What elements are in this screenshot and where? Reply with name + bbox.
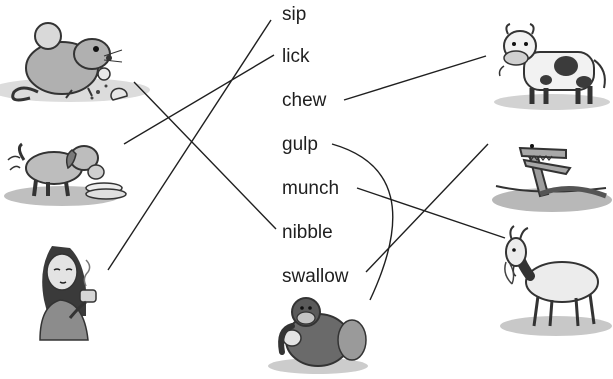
line-dog-lick bbox=[123, 54, 275, 145]
mouse-crumb bbox=[104, 84, 108, 88]
goat-legs bbox=[532, 293, 596, 327]
mouse-head bbox=[73, 38, 111, 70]
dog-tail bbox=[17, 142, 26, 161]
croc-teeth bbox=[527, 155, 553, 161]
cow-spot bbox=[576, 76, 592, 88]
cow-eye bbox=[512, 42, 516, 46]
mouse-eye bbox=[93, 46, 99, 52]
mouse-crumb-piece bbox=[110, 87, 128, 101]
cow-muzzle bbox=[503, 50, 529, 66]
croc-ground bbox=[492, 188, 612, 212]
dog-snout bbox=[87, 164, 105, 180]
word-sip[interactable]: sip bbox=[282, 4, 307, 25]
dog-ear bbox=[65, 149, 77, 170]
dog-picture[interactable] bbox=[4, 142, 127, 206]
dog-plate bbox=[85, 188, 127, 200]
cow-ground bbox=[494, 94, 610, 110]
woman-cup bbox=[79, 289, 97, 303]
dog-legs bbox=[32, 179, 70, 197]
croc-upper-jaw bbox=[518, 146, 567, 160]
cow-spot bbox=[540, 75, 552, 85]
goat-horns bbox=[509, 225, 529, 241]
line-woman-sip bbox=[107, 19, 272, 271]
goat-picture[interactable] bbox=[500, 225, 612, 336]
gorilla-eye bbox=[300, 306, 304, 310]
line-gulp-gorilla bbox=[331, 143, 394, 301]
gorilla-eye bbox=[308, 306, 312, 310]
goat-body bbox=[525, 261, 599, 303]
croc-lower-jaw bbox=[522, 158, 572, 176]
mouse-ear bbox=[34, 22, 62, 50]
line-mouse-nibble bbox=[133, 81, 277, 230]
mouse-nose bbox=[106, 55, 112, 61]
cow-picture[interactable] bbox=[494, 23, 610, 110]
mouse-feet bbox=[65, 87, 93, 99]
woman-mouth bbox=[59, 281, 67, 284]
dog-motion-lines bbox=[7, 155, 21, 171]
line-swallow-crocodile bbox=[365, 143, 489, 273]
gorilla-arm bbox=[278, 323, 295, 355]
croc-eye bbox=[530, 144, 534, 148]
woman-picture[interactable] bbox=[39, 246, 97, 341]
woman-eyes bbox=[53, 268, 73, 271]
word-lick[interactable]: lick bbox=[282, 46, 310, 67]
mouse-crumb bbox=[90, 96, 94, 100]
cow-eye bbox=[524, 42, 528, 46]
mouse-tail bbox=[11, 86, 39, 102]
cow-legs bbox=[529, 86, 593, 104]
mouse-picture[interactable] bbox=[0, 22, 150, 102]
word-gulp[interactable]: gulp bbox=[282, 134, 318, 155]
gorilla-face bbox=[296, 311, 316, 325]
woman-arm bbox=[68, 300, 87, 319]
mouse-crumb bbox=[96, 90, 100, 94]
goat-leaves bbox=[504, 261, 515, 285]
cow-horns bbox=[505, 23, 535, 35]
croc-tail bbox=[539, 185, 607, 199]
mouse-paws-food bbox=[97, 67, 111, 81]
gorilla-rock bbox=[337, 319, 367, 361]
goat-ground bbox=[500, 316, 612, 336]
line-munch-goat bbox=[356, 187, 506, 239]
mouse-whiskers bbox=[103, 49, 123, 63]
crocodile-picture[interactable] bbox=[492, 144, 612, 212]
woman-steam bbox=[83, 259, 91, 287]
woman-face bbox=[46, 253, 78, 291]
word-nibble[interactable]: nibble bbox=[282, 222, 333, 243]
goat-eye bbox=[512, 248, 516, 252]
cow-grass bbox=[498, 65, 505, 77]
cow-tail bbox=[593, 59, 606, 89]
goat-head bbox=[505, 237, 527, 267]
word-swallow[interactable]: swallow bbox=[282, 266, 349, 287]
cow-spot bbox=[554, 56, 578, 76]
word-chew[interactable]: chew bbox=[282, 90, 327, 111]
word-munch[interactable]: munch bbox=[282, 178, 340, 199]
line-chew-cow bbox=[343, 55, 487, 101]
gorilla-picture[interactable] bbox=[268, 297, 368, 374]
matching-lines bbox=[107, 19, 506, 301]
